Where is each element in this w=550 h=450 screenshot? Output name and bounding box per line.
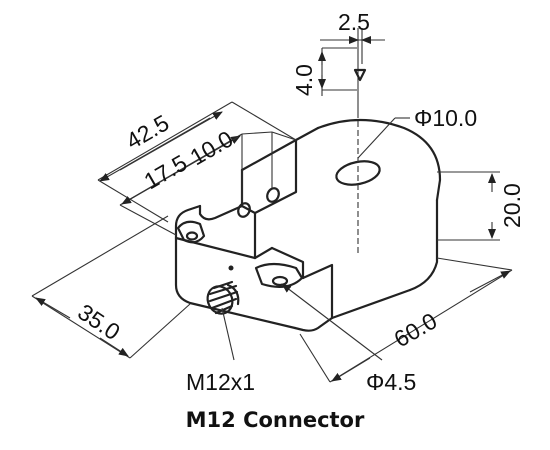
- led-hole-right: [266, 187, 280, 203]
- bore-diameter-leader: [357, 112, 410, 256]
- connector-thread-leader: [221, 307, 235, 361]
- figure-caption: M12 Connector: [185, 408, 365, 432]
- dim-bore-diameter: Φ10.0: [414, 105, 477, 131]
- dim-height: 20.0: [499, 183, 525, 228]
- height-dimension: [437, 171, 500, 241]
- top-length-dimensions: [97, 101, 297, 236]
- dim-length: 60.0: [390, 307, 442, 352]
- led-hole-left: [237, 202, 251, 218]
- sensor-body: [174, 118, 442, 332]
- dim-connector-thread: M12x1: [186, 369, 255, 395]
- dim-top-height: 4.0: [291, 64, 317, 96]
- mount-hole-leader: [281, 283, 383, 361]
- length-dimension: [299, 257, 513, 383]
- top-pin-dimension: [318, 28, 385, 112]
- mount-slot-left: [176, 220, 206, 244]
- bore-hole: [335, 160, 381, 186]
- dim-top-width: 2.5: [338, 9, 370, 35]
- mount-slot-right: [254, 262, 304, 289]
- depth-dimension: [31, 215, 191, 359]
- m12-connector-thread: [206, 265, 240, 315]
- dim-mount-hole: Φ4.5: [366, 369, 416, 395]
- dim-overall-width: 42.5: [122, 109, 174, 154]
- dim-hole-offset: 17.5: [140, 149, 192, 194]
- dim-hole-spacing: 10.0: [186, 125, 238, 170]
